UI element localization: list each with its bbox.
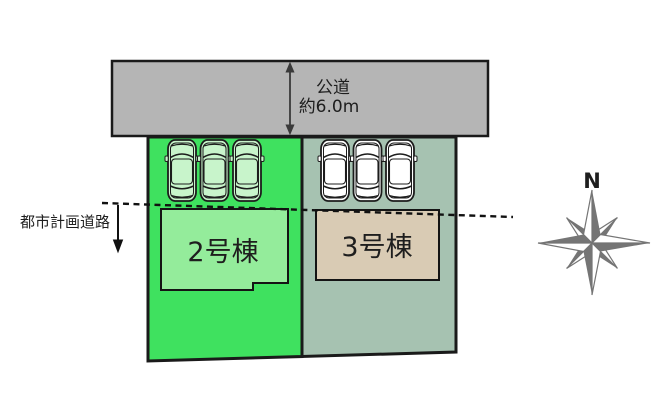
car-icon: [382, 139, 418, 202]
compass-cardinal-points: [537, 189, 651, 296]
car-icon: [196, 139, 233, 202]
road-label: 公道: [316, 78, 350, 98]
road-width-arrow-icon: [285, 61, 295, 136]
car-icon: [317, 139, 353, 202]
car-icon: [349, 139, 386, 202]
lot-3-parking: [317, 139, 418, 202]
planning-road-dashed-line: [101, 201, 514, 219]
planning-road-label: 都市計画道路: [20, 213, 110, 231]
public-road: 公道 約6.0m: [110, 59, 490, 138]
road-width-label: 約6.0m: [299, 97, 360, 117]
building-3-footprint: [315, 209, 440, 281]
car-icon: [164, 139, 200, 202]
lot-2-parking: [164, 139, 265, 202]
building-3-label: 3号棟: [341, 232, 412, 263]
down-arrow-icon: [112, 205, 124, 254]
road-surface: [110, 59, 490, 138]
north-label: N: [583, 169, 601, 193]
car-icon: [229, 139, 265, 202]
planning-road-annotation: 都市計画道路: [20, 201, 514, 254]
building-2-footprint: [160, 208, 289, 291]
building-2-label: 2号棟: [187, 237, 258, 268]
compass-rose: N: [537, 169, 651, 296]
